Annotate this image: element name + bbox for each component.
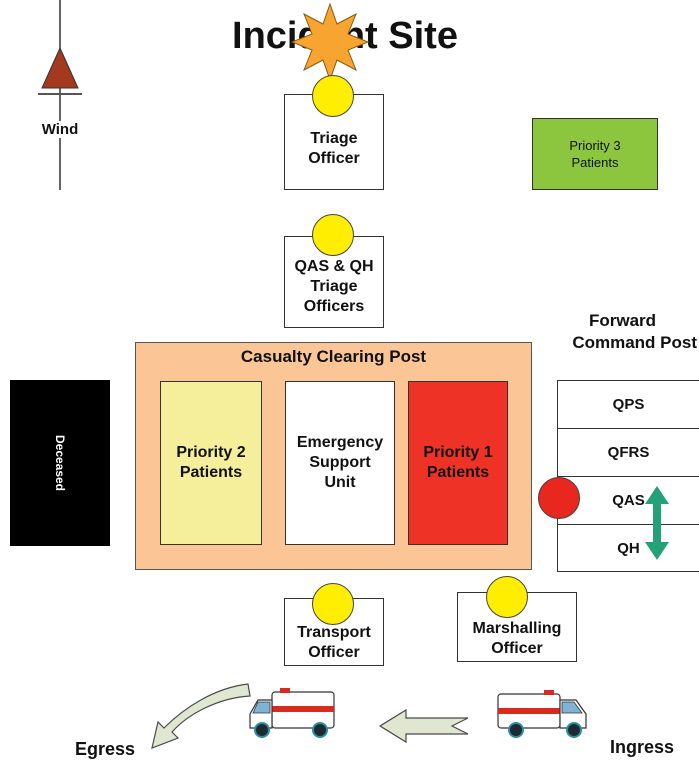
ingress-arrow-icon xyxy=(378,708,469,744)
esu-line3: Unit xyxy=(324,474,356,491)
incident-star-icon xyxy=(290,2,370,82)
priority3-line2: Patients xyxy=(571,155,619,170)
ccp-title: Casualty Clearing Post xyxy=(240,347,427,366)
ingress-label: Ingress xyxy=(609,737,675,757)
casualty-clearing-post: Casualty Clearing Post Priority 2 Patien… xyxy=(135,342,532,570)
marshalling-officer-line2: Officer xyxy=(491,640,543,657)
forward-command-post-title: Forward Command Post xyxy=(556,310,699,354)
egress-arrow-icon xyxy=(151,683,251,749)
ambulance-ingress-icon xyxy=(497,690,587,738)
deceased-area: Deceased xyxy=(10,380,110,546)
priority2-line1: Priority 2 xyxy=(176,444,246,461)
priority3-line1: Priority 3 xyxy=(569,138,621,153)
egress-label: Egress xyxy=(74,739,136,759)
esu-line1: Emergency xyxy=(296,434,384,451)
priority1-line1: Priority 1 xyxy=(423,444,493,461)
marshalling-officer-line1: Marshalling xyxy=(472,620,562,637)
fcp-red-marker xyxy=(538,477,580,519)
qas-qh-triage-line2: Triage xyxy=(310,278,358,295)
priority3-patients-box: Priority 3 Patients xyxy=(532,118,658,190)
fcp-unit-qfrs: QFRS xyxy=(558,429,699,477)
priority2-patients-box: Priority 2 Patients xyxy=(160,381,262,545)
forward-command-post-units: QPS QFRS QAS QH xyxy=(557,380,699,572)
green-double-arrow-icon xyxy=(645,486,669,560)
fcp-unit-qps: QPS xyxy=(558,381,699,429)
priority1-patients-box: Priority 1 Patients xyxy=(408,381,508,545)
transport-officer-line2: Officer xyxy=(308,644,360,661)
qas-qh-triage-line3: Officers xyxy=(303,298,365,315)
transport-officer-line1: Transport xyxy=(297,624,371,641)
triage-officer-line1: Triage xyxy=(310,130,358,147)
transport-officer-box: Transport Officer xyxy=(284,598,384,666)
wind-label: Wind xyxy=(30,121,90,138)
qas-qh-triage-line1: QAS & QH xyxy=(294,258,374,275)
transport-officer-marker xyxy=(312,583,354,625)
triage-officer-marker xyxy=(312,75,354,117)
fcp-unit-qas: QAS xyxy=(558,477,699,525)
esu-line2: Support xyxy=(309,454,371,471)
triage-officer-line2: Officer xyxy=(308,150,360,167)
fcp-title-line2: Command Post xyxy=(572,333,697,352)
emergency-support-unit-box: Emergency Support Unit xyxy=(285,381,395,545)
priority1-line2: Patients xyxy=(426,464,490,481)
ambulance-egress-icon xyxy=(249,688,335,738)
fcp-unit-qh: QH xyxy=(617,540,640,557)
deceased-label: Deceased xyxy=(53,434,67,492)
qas-qh-triage-marker xyxy=(312,214,354,256)
fcp-title-line1: Forward xyxy=(588,311,657,330)
priority2-line2: Patients xyxy=(179,464,243,481)
wind-cone-icon xyxy=(38,0,82,190)
marshalling-officer-marker xyxy=(486,576,528,618)
